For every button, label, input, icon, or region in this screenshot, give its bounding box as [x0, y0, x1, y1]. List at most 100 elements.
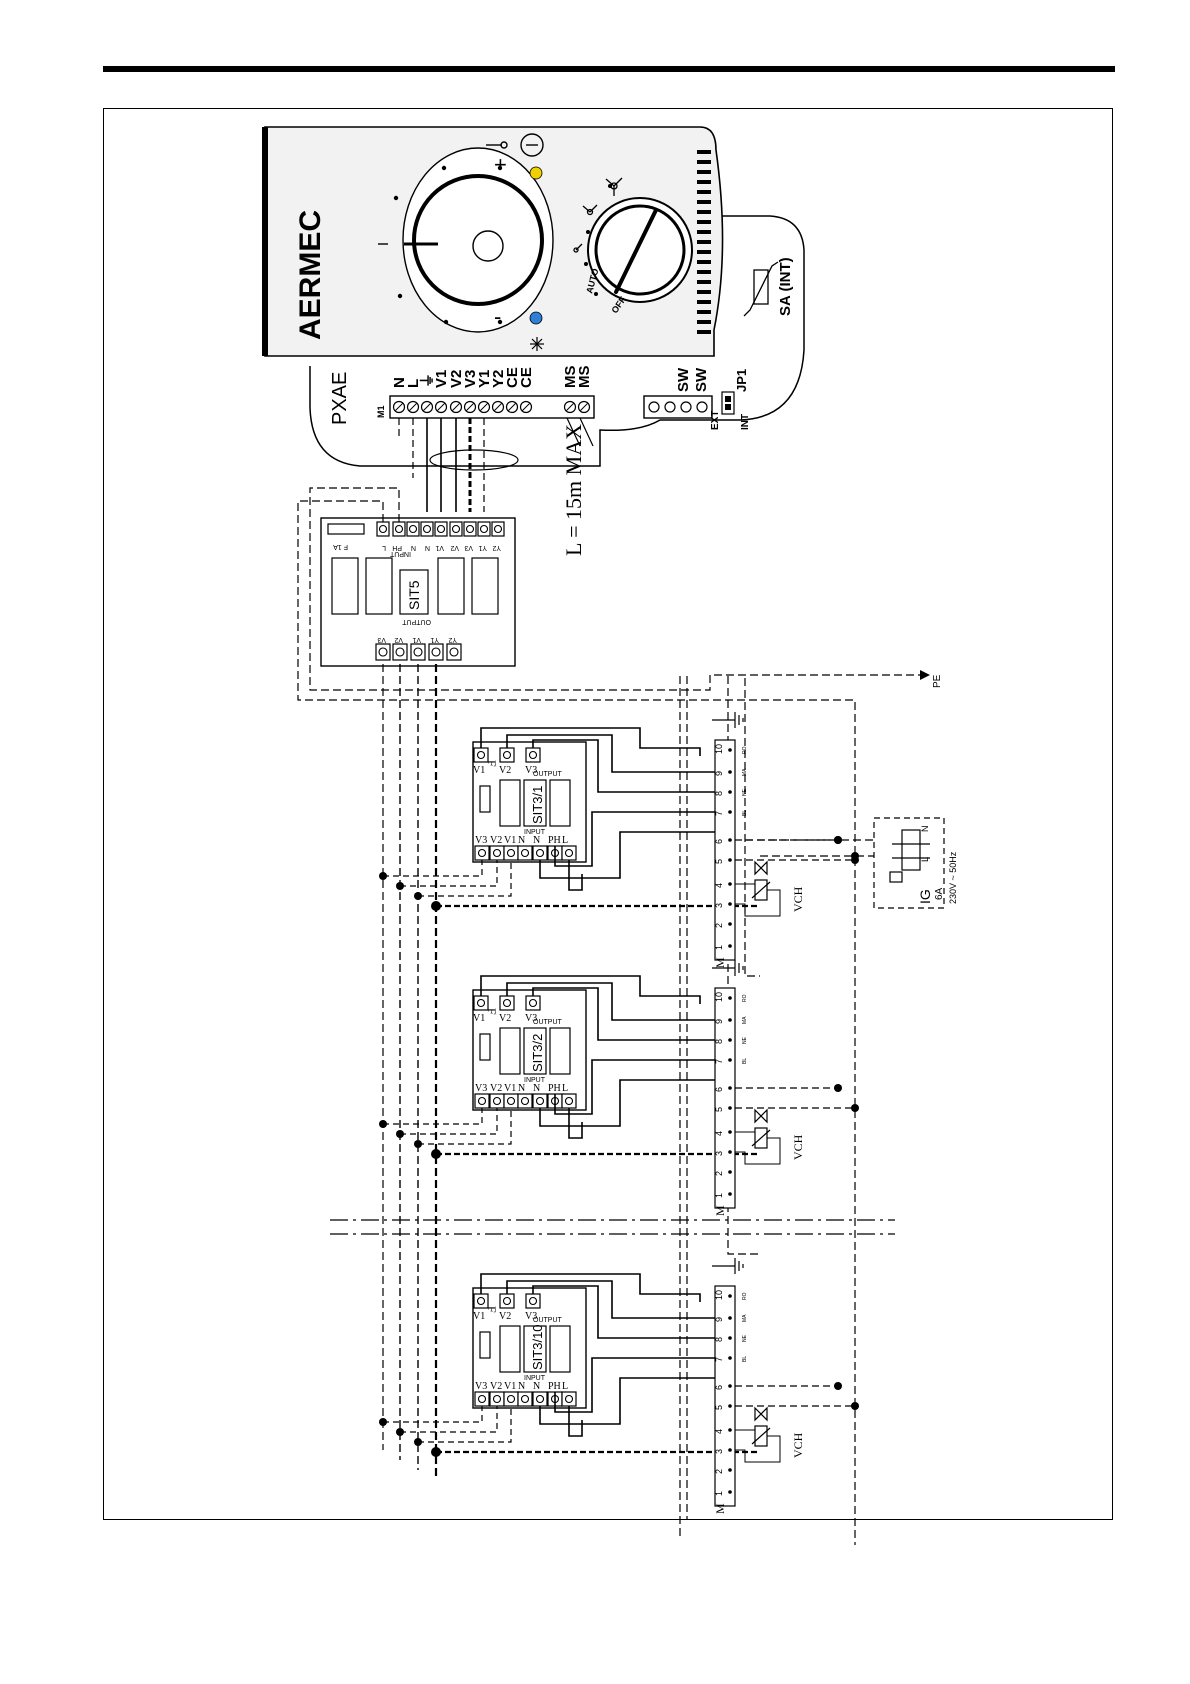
motor-wire-color: MA — [742, 1314, 748, 1322]
terminal-screw — [506, 1096, 516, 1106]
motor-wire-color: RO — [742, 1292, 748, 1300]
sw-terminal-screws — [648, 401, 708, 413]
sit3-supply-taps — [735, 1385, 855, 1407]
junction-dot — [851, 852, 859, 860]
terminal-label: L — [405, 379, 422, 388]
sit3-output-terminal-label: V3 — [525, 765, 537, 776]
sit3-fuse-label: F — [485, 1008, 499, 1015]
plus-sign: + — [494, 152, 507, 177]
sit3-supply-taps — [735, 1087, 855, 1109]
thermostat-group: AERMEC + - — [262, 126, 805, 467]
terminal-screw — [520, 1096, 530, 1106]
sit3-fuse-label: F — [485, 1306, 499, 1313]
junction-dot — [431, 1149, 441, 1159]
terminal-screw — [520, 848, 530, 858]
motor-terminal-point — [728, 838, 732, 842]
sit3-unit: SIT3/1OUTPUTINPUTF2AV1V2V3V3V2V1NNPHL123… — [379, 712, 859, 968]
sw-terminal-block — [643, 395, 713, 419]
motor-terminal-number: 10 — [714, 992, 724, 1002]
motor-terminal-number: 4 — [714, 1131, 724, 1136]
terminal-screw — [476, 1296, 486, 1306]
motor-terminal-point — [728, 770, 732, 774]
sit5-chip — [399, 569, 429, 615]
fan-speed-knob[interactable] — [594, 204, 686, 296]
motor-terminal-point — [728, 1316, 732, 1320]
fan-speed-dots — [584, 184, 612, 296]
terminal-label: CE — [504, 367, 521, 388]
motor-terminal-number: 7 — [714, 1059, 724, 1064]
motor-terminal-number: 4 — [714, 1429, 724, 1434]
sit5-input-label: INPUT — [389, 550, 411, 557]
motor-wire-color: BL — [742, 1356, 748, 1362]
terminal-screw — [477, 1394, 487, 1404]
terminal-screw — [395, 647, 405, 657]
junction-dot — [431, 901, 441, 911]
top-rule — [103, 66, 1115, 72]
motor-terminal-number: 4 — [714, 883, 724, 888]
terminal-label: CE — [518, 367, 535, 388]
supply-connection — [745, 839, 874, 857]
terminal-screw-slot — [480, 403, 488, 411]
sit3-unit: SIT3/10OUTPUTINPUTF2AV1V2V3V3V2V1NNPHL12… — [379, 1258, 859, 1514]
junction-dot — [396, 1428, 404, 1436]
sit5-input-terminal-label: V1 — [435, 544, 444, 551]
junction-dot — [834, 1084, 842, 1092]
motor-terminal-number: 1 — [714, 945, 724, 950]
motor-terminal-point — [728, 790, 732, 794]
motor-wire-color: BL — [742, 1058, 748, 1064]
junction-dot — [431, 1447, 441, 1457]
sit3-input-wiring — [539, 831, 715, 891]
sit3-input-terminal-label: N — [518, 1083, 525, 1094]
model-label: PXAE — [329, 372, 351, 425]
motor-terminal-point — [728, 1086, 732, 1090]
terminal-screw — [431, 647, 441, 657]
sit3-input-label: INPUT — [524, 1375, 546, 1382]
terminal-screw — [564, 1394, 574, 1404]
terminal-screw-slot — [452, 403, 460, 411]
jumper-int-label: INT — [740, 414, 751, 430]
motor-terminal-number: 6 — [714, 1087, 724, 1092]
sit3-input-terminal-label: V2 — [490, 835, 502, 846]
jumper-jp1[interactable] — [721, 391, 735, 415]
motor-terminal-point — [728, 1404, 732, 1408]
ig-rating: 6A — [934, 887, 945, 900]
motor-wire-color: MA — [742, 1016, 748, 1024]
valve-coil-slash — [751, 1129, 771, 1147]
sit3-input-terminal-label: V1 — [504, 1381, 516, 1392]
motor-terminal-point — [728, 1058, 732, 1062]
sit3-relay — [499, 1027, 521, 1075]
motor-wire-color: MA — [742, 768, 748, 776]
motor-terminal-number: 5 — [714, 1405, 724, 1410]
terminal-screw — [378, 524, 388, 534]
terminal-screw — [449, 647, 459, 657]
sit3-input-terminal-label: V2 — [490, 1381, 502, 1392]
sw-label-1: SW — [675, 367, 692, 392]
thermostat-base-outline — [309, 215, 805, 467]
motor-terminal-point — [728, 1018, 732, 1022]
sit3-input-label: INPUT — [524, 1077, 546, 1084]
terminal-screw-slot — [466, 403, 474, 411]
sit3-input-terminal-label: V3 — [475, 1083, 487, 1094]
section-break — [330, 1219, 895, 1235]
motor-terminal-point — [728, 944, 732, 948]
sit3-input-label: INPUT — [524, 829, 546, 836]
terminal-screw — [528, 1296, 538, 1306]
terminal-screw — [564, 848, 574, 858]
units-layer: SIT3/1OUTPUTINPUTF2AV1V2V3V3V2V1NNPHL123… — [379, 712, 859, 1514]
terminal-screw — [528, 998, 538, 1008]
motor-wire-color: RO — [742, 746, 748, 754]
junction-dot — [414, 1140, 422, 1148]
motor-terminal-number: 5 — [714, 859, 724, 864]
sit3-chip — [523, 1325, 547, 1373]
motor-terminal-number: 3 — [714, 1449, 724, 1454]
terminal-screw-slot — [409, 403, 417, 411]
ig-n-label: N — [920, 826, 930, 833]
motor-terminal-number: 3 — [714, 1151, 724, 1156]
fan-low-icon — [573, 243, 583, 253]
jumper-ext-label: EXT — [710, 411, 721, 430]
terminal-screw — [506, 848, 516, 858]
sit3-input-terminal-label: N — [518, 1381, 525, 1392]
ground-icon — [712, 712, 744, 728]
